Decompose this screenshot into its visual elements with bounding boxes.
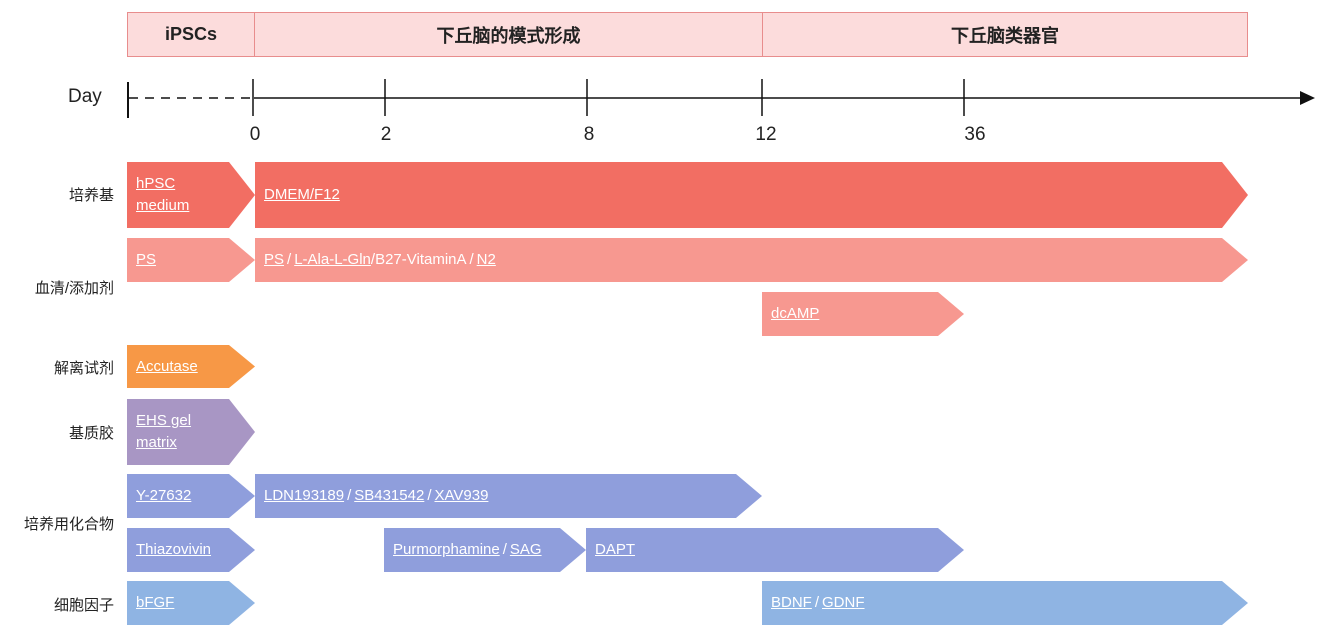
row-label-dissociation: 解离试剂 [53, 360, 114, 377]
phase-patterning-label: 下丘脑的模式形成 [436, 25, 581, 46]
bar-purmorphamine-sag: Purmorphamine/SAG [384, 528, 586, 572]
link-ehs-gel[interactable]: EHS gel [136, 412, 192, 429]
link-dcamp[interactable]: dcAMP [771, 305, 820, 322]
phase-ipscs-label: iPSCs [164, 24, 218, 44]
bar-ldn-sb-xav: LDN193189/SB431542/XAV939 [255, 474, 762, 518]
link-bdnf[interactable]: BDNF [771, 594, 812, 611]
tick-label-36: 36 [964, 124, 986, 145]
bar-hpsc-medium: hPSC medium [127, 162, 255, 228]
row-label-serum: 血清/添加剂 [34, 280, 114, 297]
bar-serum-additives: PS/L-Ala-L-Gln/B27-VitaminA/N2 [255, 238, 1248, 282]
bar-dcamp: dcAMP [762, 292, 964, 336]
bar-bfgf: bFGF [127, 581, 255, 625]
link-thiazovivin[interactable]: Thiazovivin [136, 541, 212, 558]
row-label-cytokines: 细胞因子 [53, 597, 114, 614]
link-sb431542[interactable]: SB431542 [354, 487, 425, 504]
link-n2[interactable]: N2 [476, 251, 496, 268]
bar-bdnf-gdnf: BDNF/GDNF [762, 581, 1248, 625]
link-xav939[interactable]: XAV939 [434, 487, 489, 504]
link-dmem-f12[interactable]: DMEM/F12 [264, 186, 340, 203]
day-label: Day [68, 86, 102, 107]
link-accutase[interactable]: Accutase [136, 357, 198, 375]
link-hpsc-medium-line1[interactable]: hPSC [136, 175, 176, 192]
link-ehs-matrix[interactable]: matrix [136, 434, 177, 451]
phase-organoid: 下丘脑类器官 [762, 12, 1248, 57]
row-label-medium: 培养基 [68, 187, 114, 204]
link-hpsc-medium-line2[interactable]: medium [136, 197, 190, 214]
tick-label-12: 12 [755, 124, 777, 145]
link-sag[interactable]: SAG [509, 541, 542, 558]
bar-dmem-f12: DMEM/F12 [255, 162, 1248, 228]
link-purmorphamine[interactable]: Purmorphamine [393, 541, 500, 558]
link-ldn193189[interactable]: LDN193189 [264, 487, 345, 504]
link-ps-2[interactable]: PS [264, 251, 285, 268]
bar-accutase: Accutase [127, 345, 255, 388]
link-ps[interactable]: PS [136, 251, 157, 268]
timeline-axis [127, 79, 1315, 118]
axis-arrowhead [1300, 91, 1315, 105]
link-dapt[interactable]: DAPT [595, 541, 636, 558]
text-b27-vitamina: B27-VitaminA [375, 251, 467, 268]
bar-ps-ipsc: PS [127, 238, 255, 282]
link-y27632[interactable]: Y-27632 [136, 487, 192, 504]
tick-label-2: 2 [380, 124, 392, 145]
link-gdnf[interactable]: GDNF [822, 594, 865, 611]
bar-dapt: DAPT [586, 528, 964, 572]
bar-thiazovivin: Thiazovivin [127, 528, 255, 572]
row-label-compounds: 培养用化合物 [23, 516, 114, 533]
bar-ehs-gel-matrix: EHS gel matrix [127, 399, 255, 465]
phase-organoid-label: 下丘脑类器官 [951, 25, 1059, 46]
link-bfgf[interactable]: bFGF [136, 594, 175, 611]
bar-y27632: Y-27632 [127, 474, 255, 518]
tick-label-0: 0 [249, 124, 261, 145]
row-label-matrix: 基质胶 [68, 425, 114, 442]
link-l-ala-l-gln[interactable]: L-Ala-L-Gln [294, 251, 371, 268]
phase-ipscs: iPSCs [127, 12, 255, 57]
phase-patterning: 下丘脑的模式形成 [255, 12, 763, 57]
tick-label-8: 8 [583, 124, 595, 145]
